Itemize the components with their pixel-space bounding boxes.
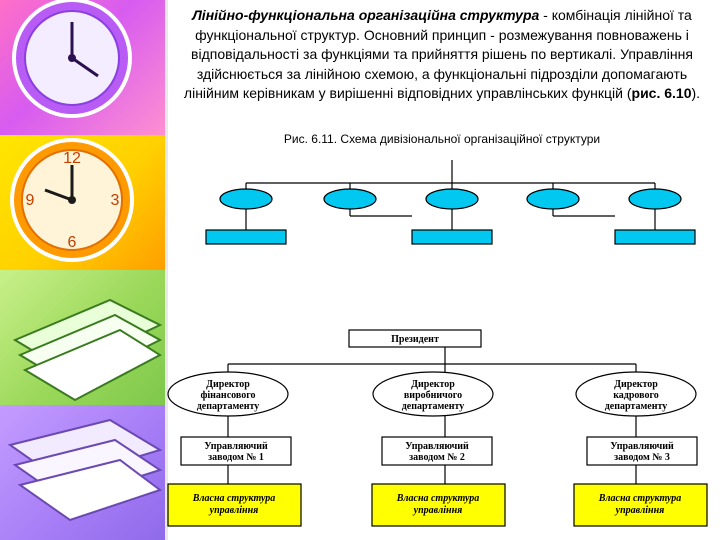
director-production-line3: департаменту [402,401,465,412]
plant-manager-1-line2: заводом № 1 [208,452,264,463]
plant-manager-2-line1: Управляючий [405,441,469,452]
own-structure-1-line1: Власна структура [192,493,276,504]
function-node [324,189,376,209]
plant-manager-3-line2: заводом № 3 [614,452,670,463]
own-structure-1-line2: управління [209,505,259,516]
own-structure-2-line2: управління [413,505,463,516]
own-structure-2-line1: Власна структура [396,493,480,504]
department-box [206,230,286,244]
function-node [629,189,681,209]
own-structure-3-line1: Власна структура [598,493,682,504]
director-hr-line3: департаменту [605,401,668,412]
function-node [527,189,579,209]
function-node [426,189,478,209]
director-hr-line2: кадрового [613,390,659,401]
director-production-line2: виробничого [404,390,462,401]
director-finance-line1: Директор [206,379,250,390]
own-structure-3-line2: управління [615,505,665,516]
director-finance-line3: департаменту [197,401,260,412]
function-node [220,189,272,209]
director-hr-line1: Директор [614,379,658,390]
department-box [412,230,492,244]
divisional-diagram: Президент Директор фінансового департаме… [168,330,707,526]
plant-manager-3-line1: Управляючий [610,441,674,452]
director-finance-line2: фінансового [200,390,255,401]
linear-functional-diagram [206,160,695,244]
plant-manager-1-line1: Управляючий [204,441,268,452]
director-production-line1: Директор [411,379,455,390]
president-label: Президент [391,334,439,345]
department-box [615,230,695,244]
plant-manager-2-line2: заводом № 2 [409,452,465,463]
